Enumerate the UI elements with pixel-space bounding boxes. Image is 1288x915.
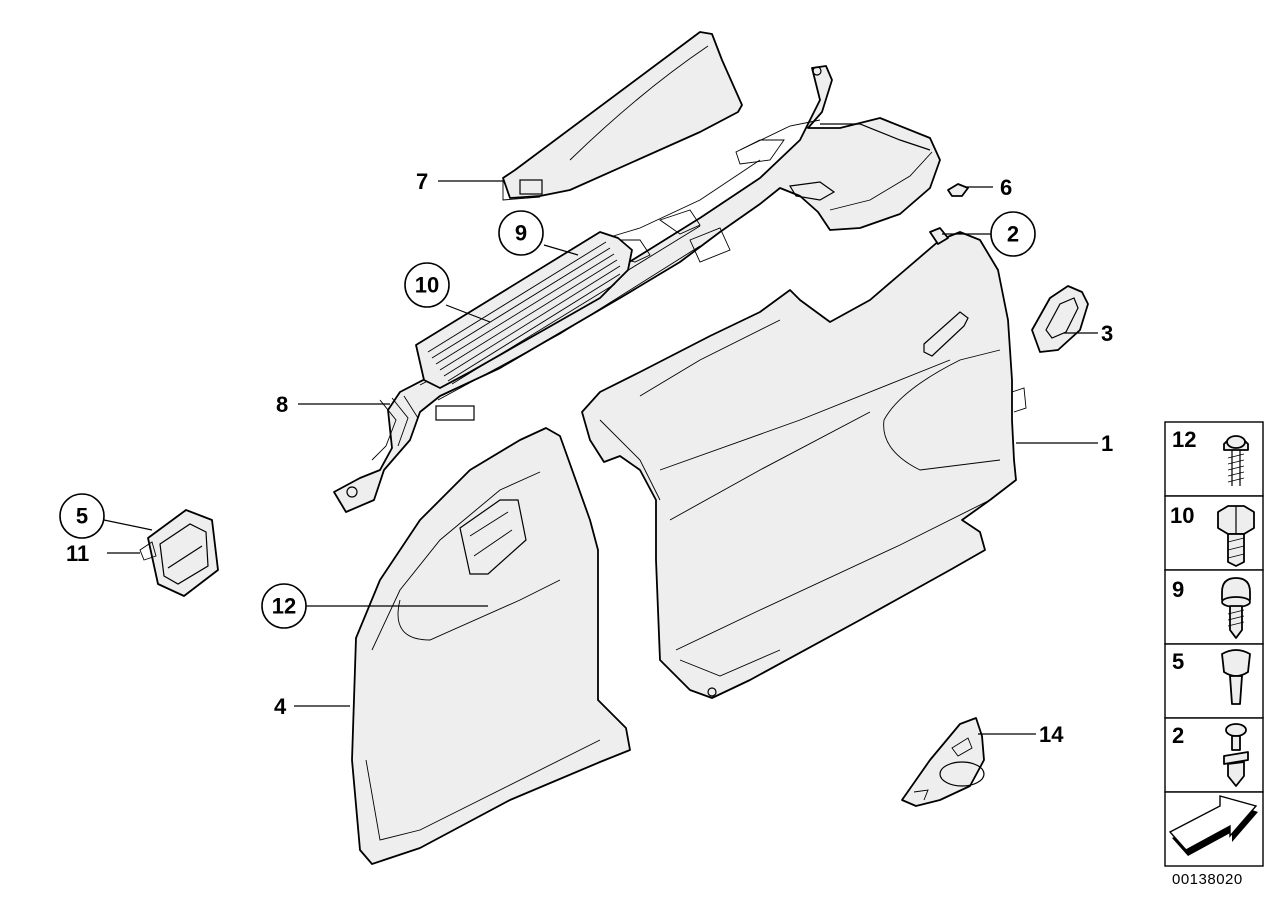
- document-number: 00138020: [1172, 871, 1243, 888]
- part-7-upper-trim: [502, 31, 743, 201]
- legend-cell-12: [1164, 421, 1264, 497]
- part-2-clip: [929, 227, 949, 245]
- svg-text:11: 11: [66, 541, 89, 566]
- svg-text:10: 10: [415, 273, 439, 298]
- svg-text:4: 4: [274, 694, 287, 719]
- svg-text:6: 6: [1000, 175, 1012, 200]
- plug-5-icon: [1221, 649, 1251, 705]
- svg-text:3: 3: [1101, 321, 1113, 346]
- part-3-handle: [1031, 285, 1089, 353]
- part-8-bracket-rail: [333, 65, 941, 513]
- svg-text:12: 12: [1172, 427, 1196, 452]
- part-1-side-trim-panel: [581, 231, 1027, 699]
- svg-text:5: 5: [1172, 649, 1184, 674]
- screw-9-icon: [1221, 577, 1251, 639]
- leader-lines: [103, 180, 1098, 735]
- callout-1: 1: [1101, 431, 1113, 456]
- svg-text:2: 2: [1172, 723, 1184, 748]
- callout-6: 6: [1000, 175, 1012, 200]
- svg-text:9: 9: [1172, 577, 1184, 602]
- direction-arrow-icon: [1168, 795, 1258, 856]
- part-10-ribbed-cover: [415, 231, 633, 389]
- svg-text:2: 2: [1007, 222, 1019, 247]
- callout-4: 4: [274, 694, 287, 719]
- clip-2-icon: [1223, 723, 1249, 787]
- svg-text:12: 12: [272, 594, 296, 619]
- callout-3: 3: [1101, 321, 1113, 346]
- bolt-10-icon: [1217, 505, 1255, 567]
- part-14-cover: [901, 717, 985, 807]
- callout-14: 14: [1039, 722, 1064, 747]
- svg-text:14: 14: [1039, 722, 1064, 747]
- svg-text:8: 8: [276, 392, 288, 417]
- callout-2: 2: [990, 211, 1036, 257]
- svg-text:9: 9: [515, 221, 527, 246]
- hardware-legend: 12 10 9 5: [1164, 421, 1264, 867]
- part-4-left-side-panel: [351, 427, 631, 865]
- svg-text:10: 10: [1170, 503, 1194, 528]
- part-6-clip: [947, 183, 969, 197]
- callout-5: 5: [59, 493, 105, 539]
- callout-8: 8: [276, 392, 288, 417]
- callout-11: 11: [66, 541, 89, 566]
- screw-12-icon: [1223, 435, 1249, 486]
- svg-text:7: 7: [416, 169, 428, 194]
- svg-text:1: 1: [1101, 431, 1113, 456]
- svg-text:5: 5: [76, 504, 88, 529]
- callout-9: 9: [498, 210, 544, 256]
- callout-7: 7: [416, 169, 428, 194]
- part-5-vent-grill: [139, 509, 219, 597]
- callout-10: 10: [404, 262, 450, 308]
- callout-12: 12: [261, 583, 307, 629]
